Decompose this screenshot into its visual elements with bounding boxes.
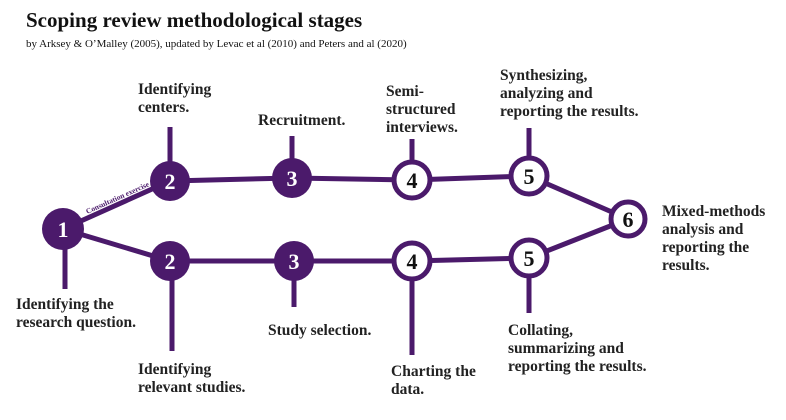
- stage-circle-b4: [391, 240, 433, 282]
- edge-t2-t3: [167, 175, 295, 184]
- stage-label-t2: Identifying centers.: [138, 81, 212, 116]
- stage-number-b5: 5: [524, 246, 535, 271]
- stage-circle-b2: [150, 241, 190, 281]
- stage-label-b5: Collating, summarizing and reporting the…: [508, 322, 647, 375]
- page-title: Scoping review methodological stages: [26, 8, 363, 32]
- stage-label-n6: Mixed-methods analysis and reporting the…: [662, 203, 766, 274]
- stage-node-t5: 5: [508, 155, 550, 197]
- stage-label-b4: Charting the data.: [391, 363, 476, 398]
- edge-label-consultation: Consultation exercise: [84, 179, 151, 215]
- stage-label-b2: Identifying relevant studies.: [138, 361, 246, 396]
- stage-circle-t3: [272, 158, 312, 198]
- stage-node-n6: 6: [608, 199, 648, 239]
- stage-number-b3: 3: [289, 249, 300, 274]
- stage-label-n1: Identifying the research question.: [16, 296, 136, 331]
- stage-number-b2: 2: [165, 249, 176, 274]
- stage-label-t3: Recruitment.: [258, 112, 346, 129]
- stage-label-t4: Semi- structured interviews.: [386, 83, 458, 136]
- stage-number-b4: 4: [407, 249, 418, 274]
- stage-circle-n1: [42, 208, 84, 250]
- stage-circle-t5: [508, 155, 550, 197]
- stage-circle-b5: [508, 237, 550, 279]
- stage-node-b3: 3: [274, 241, 314, 281]
- stage-number-t2: 2: [165, 169, 176, 194]
- stage-circle-n6: [608, 199, 648, 239]
- stage-number-t3: 3: [287, 166, 298, 191]
- stage-label-b3: Study selection.: [268, 322, 372, 339]
- stage-node-b4: 4: [391, 240, 433, 282]
- stage-node-t4: 4: [391, 159, 433, 201]
- stage-number-t5: 5: [524, 164, 535, 189]
- stage-node-b2: 2: [150, 241, 190, 281]
- stage-node-t3: 3: [272, 158, 312, 198]
- stage-circle-t4: [391, 159, 433, 201]
- stage-node-t2: 2: [150, 161, 190, 201]
- stage-node-b5: 5: [508, 237, 550, 279]
- stage-number-t4: 4: [407, 168, 418, 193]
- stage-number-n6: 6: [623, 207, 634, 232]
- stage-circle-b3: [274, 241, 314, 281]
- stage-circle-t2: [150, 161, 190, 201]
- stage-number-n1: 1: [58, 217, 69, 242]
- stage-label-t5: Synthesizing, analyzing and reporting th…: [500, 67, 639, 120]
- stage-node-n1: 1: [42, 208, 84, 250]
- page-subtitle: by Arksey & O’Malley (2005), updated by …: [26, 38, 407, 50]
